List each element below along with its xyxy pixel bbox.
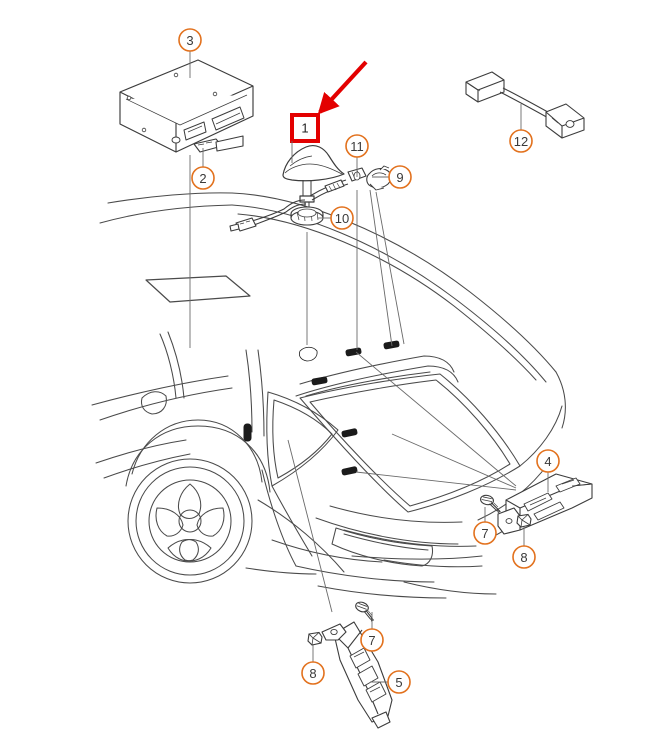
callout-label: 8 — [309, 666, 316, 681]
callout-ring — [345, 134, 369, 158]
callout-label: 12 — [514, 134, 528, 149]
highlight-box[interactable] — [290, 113, 320, 143]
callout-10-antenna-base-grommet[interactable]: 10 — [318, 206, 354, 230]
callout-9-cable-retainer-bracket[interactable]: 9 — [372, 165, 412, 189]
part-connector-plug — [193, 135, 244, 153]
part-antenna-amplifier-lower — [321, 621, 393, 729]
part-roof-shark-fin-antenna — [282, 144, 345, 215]
callout-ring — [191, 166, 215, 190]
leader-lines — [189, 155, 517, 613]
callout-ring — [388, 165, 412, 189]
callout-7-fixing-screw-upper[interactable]: 7 — [473, 507, 497, 545]
callout-7-fixing-screw-lower[interactable]: 7 — [360, 612, 384, 652]
callout-ring — [301, 661, 325, 685]
part-fixing-screw-lower — [351, 599, 379, 622]
callout-ring — [509, 129, 533, 153]
callout-label: 7 — [368, 633, 375, 648]
callout-label: 7 — [481, 526, 488, 541]
highlight-arrow — [317, 60, 368, 115]
callout-ring — [178, 28, 202, 52]
callout-11-cable-clip-small[interactable]: 11 — [345, 134, 369, 177]
callout-label: 11 — [350, 139, 364, 154]
callout-label: 5 — [395, 675, 402, 690]
callout-ring — [512, 545, 536, 569]
callout-ring — [387, 670, 411, 694]
callout-8-retaining-clip-upper[interactable]: 8 — [512, 527, 536, 569]
callout-12-antenna-coax-cable[interactable]: 12 — [509, 104, 533, 153]
callout-2-connector-plug[interactable]: 2 — [191, 148, 215, 190]
callout-ring — [330, 206, 354, 230]
callout-label: 8 — [520, 550, 527, 565]
callout-5-antenna-amplifier-lower[interactable]: 5 — [370, 670, 411, 694]
roof-antenna-highlight[interactable]: 1 — [290, 60, 368, 163]
part-retaining-clip-lower — [307, 631, 323, 646]
part-retaining-clip-upper — [516, 513, 532, 528]
callout-label: 9 — [396, 170, 403, 185]
callout-label: 4 — [544, 454, 551, 469]
part-antenna-coax-cable — [465, 71, 585, 139]
part-antenna-cable-harness — [229, 179, 349, 232]
callout-ring — [536, 449, 560, 473]
callout-3-control-unit-module[interactable]: 3 — [178, 28, 202, 78]
part-control-unit-module — [119, 59, 254, 153]
callout-label: 2 — [199, 171, 206, 186]
callout-label: 10 — [335, 211, 349, 226]
part-antenna-amplifier-upper — [497, 473, 593, 535]
callout-layer: 3 2 11 9 10 12 4 7 8 7 8 5 — [178, 28, 560, 694]
callout-8-retaining-clip-lower[interactable]: 8 — [301, 645, 325, 685]
vehicle-body-illustration — [91, 192, 566, 599]
callout-ring — [360, 628, 384, 652]
part-cable-retainer-bracket — [366, 165, 392, 191]
part-antenna-base-grommet — [290, 206, 324, 226]
callout-label: 3 — [186, 33, 193, 48]
callout-ring — [473, 521, 497, 545]
callout-4-antenna-amplifier-upper[interactable]: 4 — [536, 449, 560, 492]
highlight-label: 1 — [301, 121, 308, 136]
part-fixing-screw-upper — [478, 493, 504, 514]
